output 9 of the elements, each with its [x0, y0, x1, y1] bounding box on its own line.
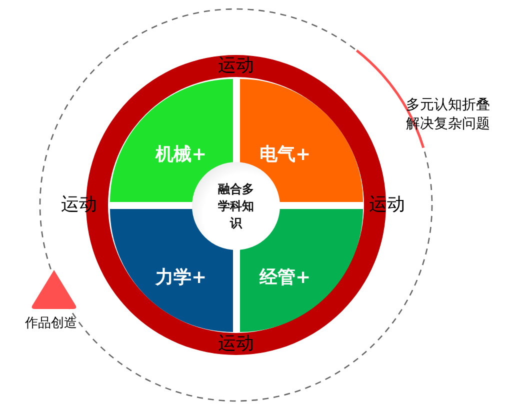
ring-label: 运动 [217, 55, 255, 77]
sector-label: 经管+ [260, 266, 311, 288]
sector-label: 机械+ [156, 142, 207, 166]
triangle-caption: 作品创造 [25, 315, 77, 332]
center-label: 融合多学科知识 [217, 180, 255, 232]
ring-label: 运动 [217, 333, 255, 355]
sector-label: 力学+ [156, 266, 207, 288]
sector-label: 电气+ [260, 142, 311, 166]
triangle-marker [30, 268, 78, 310]
